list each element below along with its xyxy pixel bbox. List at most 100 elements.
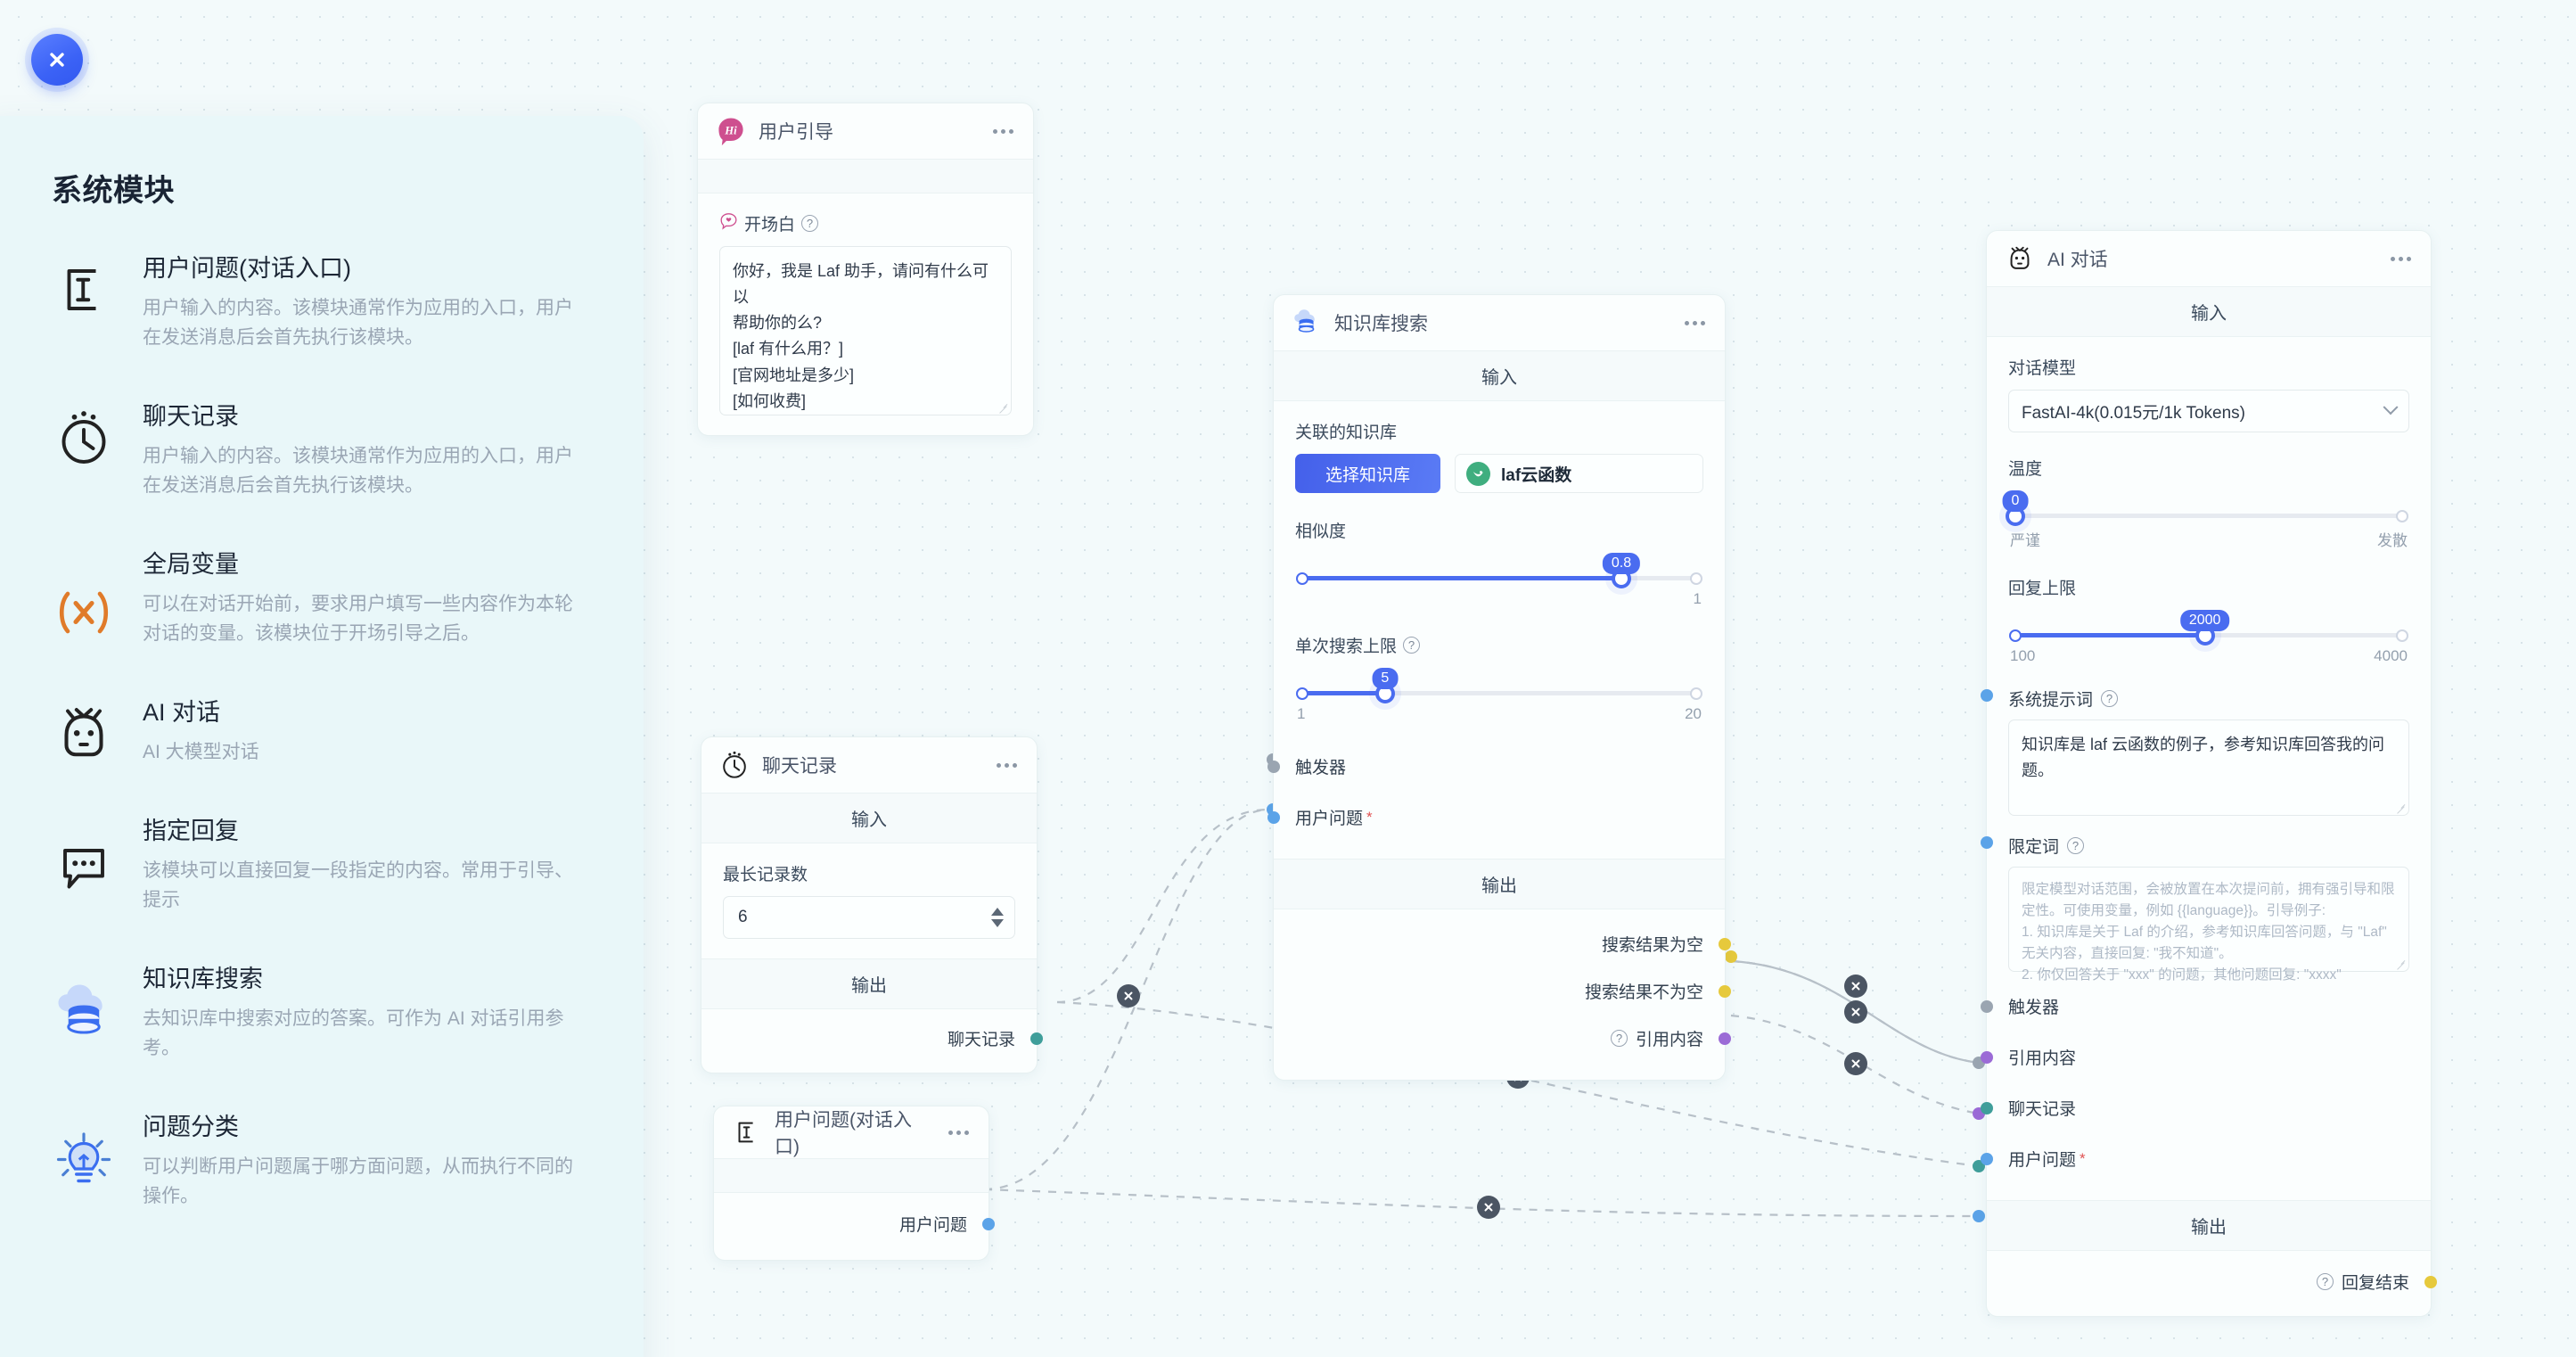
module-item-global-variable[interactable]: 全局变量 可以在对话开始前，要求用户填写一些内容作为本轮对话的变量。该模块位于开… xyxy=(52,548,587,648)
similarity-slider[interactable]: 0.8 1 xyxy=(1295,553,1703,613)
output-handle-answer-finish[interactable] xyxy=(2424,1275,2437,1288)
output-row-quote: ? 引用内容 xyxy=(1295,1016,1731,1060)
node-title: 用户引导 xyxy=(759,122,833,143)
input-handle-trigger[interactable] xyxy=(1981,999,1993,1013)
model-label: 对话模型 xyxy=(2008,359,2077,378)
select-dataset-button[interactable]: 选择知识库 xyxy=(1295,454,1441,493)
help-icon[interactable]: ? xyxy=(1610,1030,1628,1047)
stepper-down-icon[interactable] xyxy=(991,919,1004,927)
edge-delete-button[interactable] xyxy=(1117,984,1140,1007)
stepper-arrows[interactable] xyxy=(991,908,1004,927)
module-item-specified-reply[interactable]: 指定回复 该模块可以直接回复一段指定的内容。常用于引导、提示 xyxy=(52,815,587,915)
output-handle-user-question[interactable] xyxy=(982,1217,995,1230)
input-handle-user-question[interactable] xyxy=(1981,1152,1993,1165)
edge-delete-button[interactable] xyxy=(1844,1000,1867,1024)
max-records-stepper[interactable]: 6 xyxy=(723,896,1015,939)
model-select[interactable]: FastAI-4k(0.015元/1k Tokens) xyxy=(2008,390,2409,432)
svg-text:Hi: Hi xyxy=(724,124,737,136)
module-item-knowledge-search[interactable]: 知识库搜索 去知识库中搜索对应的答案。可作为 AI 对话引用参考。 xyxy=(52,963,587,1063)
output-handle-non-empty-result[interactable] xyxy=(1719,984,1731,998)
node-user-question[interactable]: 用户问题(对话入口) 用户问题 xyxy=(713,1106,995,1261)
chat-bubble-icon xyxy=(52,835,116,899)
slider-track[interactable]: 0 xyxy=(2002,490,2408,526)
node-menu-button[interactable] xyxy=(947,1127,971,1139)
module-item-user-question[interactable]: 用户问题(对话入口) 用户输入的内容。该模块通常作为应用的入口，用户在发送消息后… xyxy=(52,252,587,352)
ai-robot-icon xyxy=(52,702,116,766)
output-handle-chat-history[interactable] xyxy=(1030,1032,1043,1045)
node-user-guide[interactable]: Hi 用户引导 开场白 ? 你好，我是 Laf 助手，请问有什么可以 帮助你的么… xyxy=(697,103,1034,436)
node-header: AI 对话 xyxy=(1987,231,2431,286)
node-title: 用户问题(对话入口) xyxy=(775,1110,912,1157)
close-icon xyxy=(1124,991,1133,1000)
max-tokens-value: 2000 xyxy=(2179,610,2230,631)
stepper-up-icon[interactable] xyxy=(991,908,1004,916)
slider-range: 1 xyxy=(1693,590,1702,607)
input-row-user-question: 用户问题* xyxy=(1267,795,1703,839)
edge-delete-button[interactable] xyxy=(1844,1052,1867,1075)
node-outputs: ? 回复结束 xyxy=(1987,1251,2437,1316)
module-item-question-classify[interactable]: 问题分类 可以判断用户问题属于哪方面问题，从而执行不同的操作。 xyxy=(52,1111,587,1211)
input-handle-user-question[interactable] xyxy=(1267,810,1280,824)
variable-x-icon xyxy=(52,580,116,645)
input-handle-quote[interactable] xyxy=(1981,1050,1993,1064)
node-ai-chat[interactable]: AI 对话 输入 对话模型 FastAI-4k(0.015元/1k Tokens… xyxy=(1981,230,2437,1317)
module-item-chat-history[interactable]: 聊天记录 用户输入的内容。该模块通常作为应用的入口，用户在发送消息后会首先执行该… xyxy=(52,400,587,500)
input-handle-limit-prompt[interactable] xyxy=(1981,836,1993,849)
node-divider xyxy=(714,1158,989,1193)
limit-prompt-input[interactable]: 限定模型对话范围，会被放置在本次提问前，拥有强引导和限定性。可使用变量，例如 {… xyxy=(2008,867,2409,983)
database-cloud-icon xyxy=(1292,308,1322,338)
node-header: 知识库搜索 xyxy=(1274,295,1725,350)
clock-history-icon xyxy=(719,750,750,780)
help-icon[interactable]: ? xyxy=(2101,690,2119,707)
output-handle-empty-result[interactable] xyxy=(1719,937,1731,950)
close-icon xyxy=(1851,1059,1860,1068)
module-item-ai-chat[interactable]: AI 对话 AI 大模型对话 xyxy=(52,696,587,767)
module-title: 聊天记录 xyxy=(143,403,239,431)
temperature-slider[interactable]: 0 严谨 发散 xyxy=(2002,490,2409,555)
help-icon[interactable]: ? xyxy=(2067,837,2085,854)
max-tokens-slider[interactable]: 2000 100 4000 xyxy=(2008,610,2409,670)
help-icon[interactable]: ? xyxy=(2316,1273,2334,1290)
module-desc: 可以判断用户问题属于哪方面问题，从而执行不同的操作。 xyxy=(143,1156,573,1207)
ai-robot-icon xyxy=(2005,243,2035,274)
edge-delete-button[interactable] xyxy=(1477,1196,1500,1219)
edge-delete-button[interactable] xyxy=(1844,975,1867,998)
welcome-text-input[interactable]: 你好，我是 Laf 助手，请问有什么可以 帮助你的么? [laf 有什么用？] … xyxy=(719,246,1012,415)
system-prompt-input[interactable]: 知识库是 laf 云函数的例子，参考知识库回答我的问 题。 xyxy=(2008,720,2409,816)
input-handle-trigger[interactable] xyxy=(1267,760,1280,773)
dataset-tag-label: laf云函数 xyxy=(1501,465,1572,485)
close-panel-button[interactable] xyxy=(31,34,83,86)
node-knowledge-search[interactable]: 知识库搜索 输入 关联的知识库 选择知识库 laf云函数 相似度 xyxy=(1267,294,1731,1081)
system-modules-panel: 系统模块 用户问题(对话入口) 用户输入的内容。该模块通常作为应用的入口，用户在… xyxy=(0,116,644,1357)
node-menu-button[interactable] xyxy=(995,760,1019,771)
slider-track[interactable]: 5 xyxy=(1296,668,1702,703)
node-menu-button[interactable] xyxy=(2389,253,2413,265)
module-title: AI 对话 xyxy=(143,699,221,727)
slider-track[interactable]: 2000 xyxy=(2009,610,2408,646)
input-handle-chat-history[interactable] xyxy=(1981,1101,1993,1114)
module-desc: 用户输入的内容。该模块通常作为应用的入口，用户在发送消息后会首先执行该模块。 xyxy=(143,445,573,497)
input-row-quote: 引用内容 xyxy=(1981,1035,2409,1079)
input-handle-system-prompt[interactable] xyxy=(1981,689,1993,702)
output-section-label: 输出 xyxy=(1274,859,1725,909)
output-handle-quote[interactable] xyxy=(1719,1032,1731,1045)
node-chat-history[interactable]: 聊天记录 输入 最长记录数 6 输出 聊天记录 xyxy=(701,736,1043,1073)
max-records-label: 最长记录数 xyxy=(723,866,808,884)
slider-range: 严谨 发散 xyxy=(2010,532,2408,549)
input-row-trigger: 触发器 xyxy=(1267,744,1703,788)
slider-track[interactable]: 0.8 xyxy=(1296,553,1702,588)
help-icon[interactable]: ? xyxy=(1403,637,1421,654)
input-row-limit-prompt: 限定词 ? xyxy=(1981,830,2409,867)
input-row-chat-history: 聊天记录 xyxy=(1981,1086,2409,1130)
dataset-tag-laf[interactable]: laf云函数 xyxy=(1455,454,1703,493)
search-limit-slider[interactable]: 5 1 20 xyxy=(1295,668,1703,728)
node-menu-button[interactable] xyxy=(1683,317,1707,329)
input-row-user-question: 用户问题* xyxy=(1981,1137,2409,1180)
database-cloud-icon xyxy=(52,981,116,1045)
input-section-label: 输入 xyxy=(1274,350,1725,401)
help-icon[interactable]: ? xyxy=(801,215,819,232)
heart-chat-icon xyxy=(719,211,738,235)
module-desc: 去知识库中搜索对应的答案。可作为 AI 对话引用参考。 xyxy=(143,1008,564,1059)
node-menu-button[interactable] xyxy=(991,126,1015,137)
